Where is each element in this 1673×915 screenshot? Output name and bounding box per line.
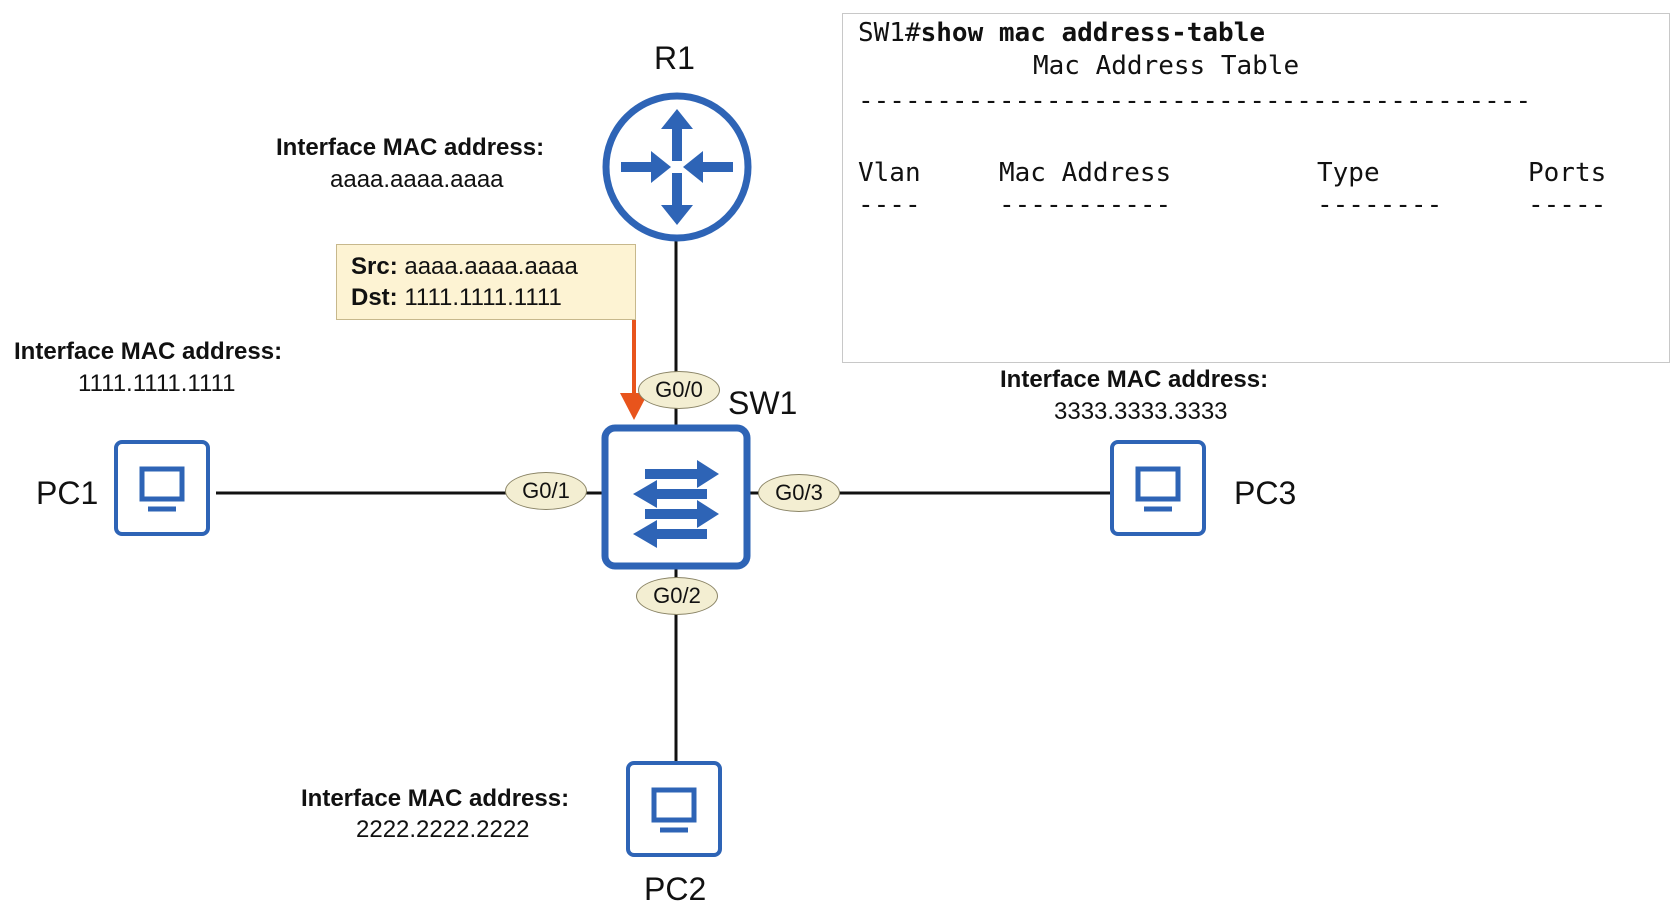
frame-dst-label: Dst: (351, 284, 398, 311)
cli-output-panel: SW1#show mac address-table Mac Address T… (842, 13, 1670, 363)
port-g0-3: G0/3 (758, 474, 840, 512)
pc1-name: PC1 (36, 475, 99, 511)
cli-underline-type: -------- (1317, 190, 1443, 220)
cli-command-line: SW1#show mac address-table (858, 18, 1265, 48)
cli-table-title: Mac Address Table (1033, 51, 1300, 81)
router-icon[interactable] (601, 91, 753, 243)
switch-icon[interactable] (601, 424, 751, 570)
frame-arrow-head (620, 393, 648, 420)
port-g0-0: G0/0 (638, 371, 720, 409)
pc2-name: PC2 (644, 871, 707, 907)
cli-col-vlan: Vlan (858, 158, 921, 188)
frame-src-value: aaaa.aaaa.aaaa (404, 253, 578, 280)
frame-dst-value: 1111.1111.1111 (404, 284, 562, 311)
cli-separator: ----------------------------------------… (858, 86, 1532, 116)
cli-command: show mac address-table (920, 18, 1265, 48)
port-g0-1: G0/1 (505, 472, 587, 510)
pc2-mac-label: Interface MAC address: (301, 785, 570, 812)
r1-mac-value: aaaa.aaaa.aaaa (330, 166, 504, 193)
pc3-device[interactable] (1110, 440, 1206, 536)
monitor-icon (1135, 466, 1181, 512)
pc3-name: PC3 (1234, 475, 1297, 511)
r1-mac-label: Interface MAC address: (276, 134, 545, 161)
monitor-icon (651, 787, 697, 833)
cli-underline-vlan: ---- (858, 190, 921, 220)
cli-col-type: Type (1317, 158, 1380, 188)
frame-src-label: Src: (351, 253, 398, 280)
cli-underline-ports: ----- (1528, 190, 1607, 220)
pc2-device[interactable] (626, 761, 722, 857)
pc1-mac-value: 1111.1111.1111 (78, 370, 236, 397)
cli-col-mac-address: Mac Address (999, 158, 1172, 188)
cli-prompt: SW1# (858, 18, 921, 48)
r1-name: R1 (654, 40, 695, 76)
pc2-mac-value: 2222.2222.2222 (356, 816, 530, 843)
pc1-mac-label: Interface MAC address: (14, 338, 283, 365)
port-g0-2: G0/2 (636, 577, 718, 615)
sw1-name: SW1 (728, 385, 798, 421)
monitor-icon (139, 466, 185, 512)
pc1-device[interactable] (114, 440, 210, 536)
pc3-mac-value: 3333.3333.3333 (1054, 398, 1228, 425)
frame-header-box: Src: aaaa.aaaa.aaaa Dst: 1111.1111.1111 (336, 244, 636, 320)
cli-underline-mac-address: ----------- (999, 190, 1172, 220)
cli-col-ports: Ports (1528, 158, 1607, 188)
pc3-mac-label: Interface MAC address: (1000, 366, 1269, 393)
